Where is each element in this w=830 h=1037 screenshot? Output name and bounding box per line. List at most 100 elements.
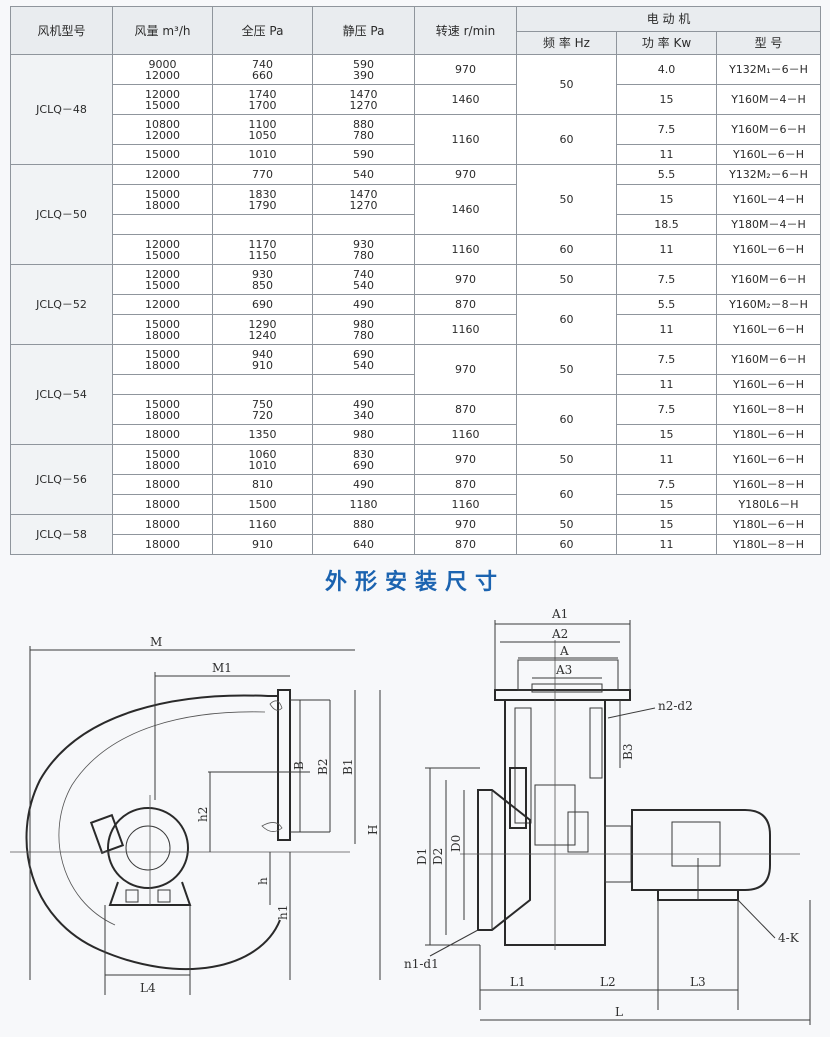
dim-M1: M1	[212, 661, 232, 675]
cell-motor-type: Y160M－6－H	[715, 344, 822, 375]
cell-value: 1270	[349, 98, 378, 112]
cell-power: 18.5	[616, 214, 717, 235]
cell-motor-type: Y160L－6－H	[715, 444, 822, 475]
cell-value: 1270	[349, 198, 378, 212]
cell-total	[212, 214, 313, 235]
cell-value: 1740	[248, 87, 277, 101]
fan-casing-inner	[58, 711, 266, 926]
cell-flow	[112, 214, 213, 235]
cell-motor-type: Y180L－8－H	[715, 534, 822, 555]
cell-value: 18000	[145, 478, 180, 491]
cell-value: 18000	[145, 498, 180, 511]
front-view-drawing: A1 A2 A A3 n2-d2 B3 D1 D2 D0 n1-d1 4-K L…	[404, 607, 811, 1025]
cell-frequency: 60	[516, 474, 617, 515]
cell-power: 7.5	[616, 264, 717, 295]
cell-frequency: 60	[516, 294, 617, 345]
cell-flow	[112, 374, 213, 395]
cell-power: 7.5	[616, 474, 717, 495]
fan-inlet-ring	[107, 807, 189, 889]
cell-power: 11	[616, 534, 717, 555]
cell-flow: 18000	[112, 514, 213, 535]
cell-value: 1470	[349, 187, 378, 201]
cell-speed: 1160	[414, 234, 517, 265]
cell-flow: 18000	[112, 494, 213, 515]
cell-value: 15000	[145, 317, 180, 331]
cell-value: 15000	[145, 278, 180, 292]
cell-frequency: 60	[516, 534, 617, 555]
fan-casing-outline	[25, 694, 281, 970]
cell-total: 1010	[212, 144, 313, 165]
cell-value: 740	[353, 267, 374, 281]
cell-value: 18000	[145, 358, 180, 372]
cell-speed: 970	[414, 344, 517, 395]
header-static-pressure: 静压 Pa	[312, 6, 415, 55]
cell-value: 1470	[349, 87, 378, 101]
cell-static: 590	[312, 144, 415, 165]
section-title: 外形安装尺寸	[324, 570, 505, 595]
cell-value: 12000	[145, 298, 180, 311]
cell-value: 750	[252, 397, 273, 411]
cell-value: 690	[353, 458, 374, 472]
header-speed: 转速 r/min	[414, 6, 517, 55]
cell-frequency: 50	[516, 54, 617, 115]
cell-value: 1150	[248, 248, 277, 262]
cell-total	[212, 374, 313, 395]
cell-speed: 1160	[414, 494, 517, 515]
cell-value: 1500	[248, 498, 277, 511]
cell-total: 1350	[212, 424, 313, 445]
cell-value: 780	[353, 248, 374, 262]
cell-speed: 870	[414, 534, 517, 555]
cell-value: 780	[353, 128, 374, 142]
cell-motor-type: Y160M－6－H	[715, 114, 822, 145]
cell-total: 1500	[212, 494, 313, 515]
cell-power: 4.0	[616, 54, 717, 85]
cell-power: 15	[616, 494, 717, 515]
cell-value: 910	[252, 538, 273, 551]
dim-D1: D1	[415, 848, 429, 865]
cell-value: 12000	[145, 87, 180, 101]
cell-speed: 970	[414, 444, 517, 475]
cell-value: 340	[353, 408, 374, 422]
cell-motor-type: Y160L－6－H	[715, 374, 822, 395]
dim-h: h	[256, 877, 270, 885]
cell-total: 1160	[212, 514, 313, 535]
cell-motor-type: Y160M₂－8－H	[715, 294, 822, 315]
dim-A2: A2	[551, 627, 568, 641]
cell-value: 12000	[145, 168, 180, 181]
cell-total: 810	[212, 474, 313, 495]
cell-motor-type: Y160M－4－H	[715, 84, 822, 115]
dim-B3: B3	[621, 744, 635, 760]
cell-static: 540	[312, 164, 415, 185]
cell-speed: 1160	[414, 424, 517, 445]
cell-static: 490	[312, 294, 415, 315]
cell-motor-type: Y160L－8－H	[715, 394, 822, 425]
cell-motor-type: Y132M₂－6－H	[715, 164, 822, 185]
cell-power: 11	[616, 374, 717, 395]
cell-power: 15	[616, 184, 717, 215]
cell-value: 980	[353, 317, 374, 331]
cell-value: 1290	[248, 317, 277, 331]
cell-frequency: 50	[516, 164, 617, 235]
cell-motor-type: Y160L－4－H	[715, 184, 822, 215]
fan-spec-table: 风机型号 风量 m³/h 全压 Pa 静压 Pa 转速 r/min 电 动 机 …	[10, 6, 822, 555]
header-air-flow: 风量 m³/h	[112, 6, 213, 55]
cell-value: 540	[353, 168, 374, 181]
dim-L4: L4	[140, 981, 156, 995]
cell-frequency: 60	[516, 234, 617, 265]
header-fan-model: 风机型号	[10, 6, 113, 55]
fan-outlet-duct	[277, 689, 291, 841]
cell-motor-type: Y160L－8－H	[715, 474, 822, 495]
